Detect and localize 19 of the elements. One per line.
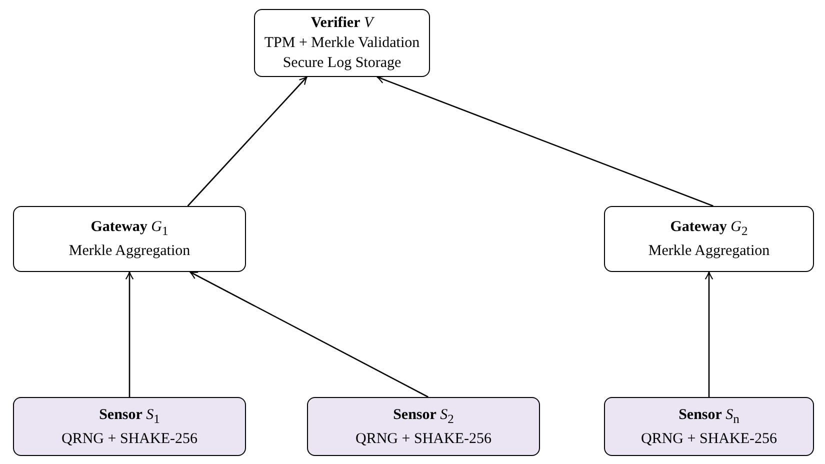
sensor-box (604, 397, 814, 456)
node-text: Secure Log Storage (282, 54, 402, 73)
node-title: Sensor S$_{n}$ (678, 406, 740, 428)
gateway-box (604, 206, 814, 272)
node-text: TPM + Merkle Validation (264, 34, 420, 53)
node-text: QRNG + SHAKE-256 (356, 430, 492, 448)
node-title: Verifier V (310, 14, 374, 33)
verifier-box (254, 9, 430, 77)
node-title: Gateway G$_{2}$ (670, 218, 748, 240)
node-text: QRNG + SHAKE-256 (62, 430, 198, 448)
sensor-box (307, 397, 540, 456)
node-title: Gateway G$_{1}$ (90, 218, 168, 240)
node-title: Sensor S$_{2}$ (393, 406, 454, 428)
node-text: Merkle Aggregation (648, 242, 770, 261)
node-text: QRNG + SHAKE-256 (641, 430, 777, 448)
node-text: Merkle Aggregation (68, 242, 190, 261)
gateway-box (13, 206, 246, 272)
sensor-box (13, 397, 246, 456)
node-title: Sensor S$_{1}$ (99, 406, 160, 428)
